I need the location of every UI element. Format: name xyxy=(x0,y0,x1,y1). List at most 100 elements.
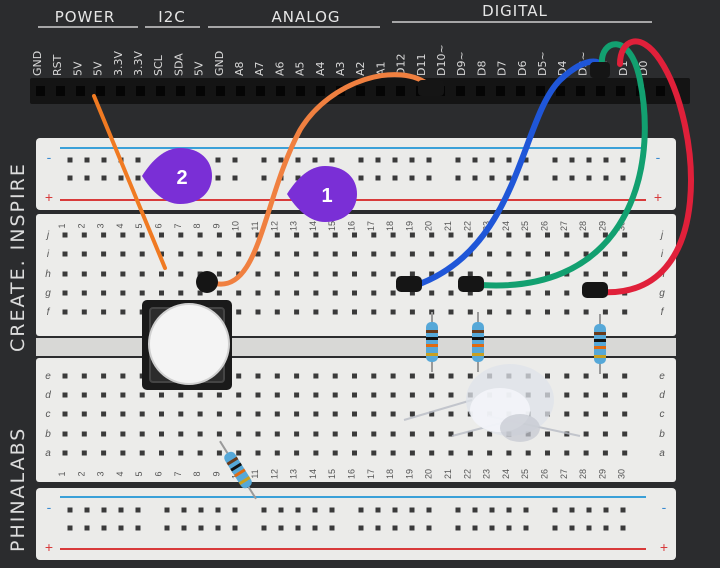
breadboard-hole xyxy=(409,271,415,277)
header-socket xyxy=(356,86,365,96)
breadboard-hole xyxy=(101,309,107,315)
row-letter: e xyxy=(45,371,51,382)
breadboard-hole xyxy=(569,525,575,531)
breadboard-hole xyxy=(409,373,415,379)
breadboard-hole xyxy=(274,411,280,417)
column-number: 13 xyxy=(289,469,299,479)
breadboard-hole xyxy=(525,251,531,257)
breadboard-hole xyxy=(329,525,335,531)
breadboard-hole xyxy=(467,431,473,437)
breadboard-hole xyxy=(159,271,164,277)
breadboard-hole xyxy=(81,450,87,456)
breadboard-hole xyxy=(375,507,381,513)
column-number: 22 xyxy=(462,469,472,479)
breadboard-hole xyxy=(295,525,301,531)
column-number: 26 xyxy=(540,469,550,479)
breadboard-hole xyxy=(525,232,531,238)
breadboard-hole xyxy=(448,411,454,417)
breadboard-hole xyxy=(489,157,495,163)
breadboard-hole xyxy=(448,290,454,296)
breadboard-hole xyxy=(329,507,335,513)
breadboard-hole xyxy=(586,525,592,531)
breadboard-hole xyxy=(506,157,512,163)
breadboard-hole xyxy=(506,175,512,181)
breadboard-hole xyxy=(236,392,242,398)
column-number: 27 xyxy=(559,469,569,479)
breadboard-hole xyxy=(181,507,187,513)
breadboard-hole xyxy=(294,431,300,437)
wires xyxy=(92,38,694,296)
breadboard-hole xyxy=(81,392,87,398)
breadboard-hole xyxy=(409,450,415,456)
annotation-marker-2: 2 xyxy=(142,148,212,204)
breadboard-hole xyxy=(255,271,261,277)
breadboard-hole xyxy=(375,157,381,163)
column-number: 8 xyxy=(192,223,202,228)
column-number: 20 xyxy=(424,221,434,231)
side-text-phinalabs: PHINALABS xyxy=(7,427,29,552)
breadboard-hole xyxy=(564,251,570,257)
breadboard-hole xyxy=(426,157,432,163)
header-socket xyxy=(296,86,305,96)
breadboard-hole xyxy=(101,392,107,398)
breadboard-hole xyxy=(523,525,529,531)
breadboard-hole xyxy=(81,290,87,296)
breadboard-hole xyxy=(352,373,357,379)
breadboard-hole xyxy=(139,450,145,456)
breadboard-hole xyxy=(216,271,222,277)
breadboard-hole xyxy=(603,507,609,513)
breadboard-hole xyxy=(569,157,575,163)
breadboard-hole xyxy=(139,251,145,257)
breadboard-hole xyxy=(390,251,396,257)
breadboard-hole xyxy=(552,525,558,531)
breadboard-hole xyxy=(545,290,550,296)
side-text-create-inspire: CREATE. INSPIRE xyxy=(7,162,29,352)
breadboard-hole xyxy=(448,373,454,379)
breadboard-hole xyxy=(564,411,570,417)
breadboard-hole xyxy=(198,525,204,531)
breadboard-hole xyxy=(352,309,357,315)
breadboard-hole xyxy=(583,232,589,238)
breadboard-hole xyxy=(120,450,126,456)
column-number: 26 xyxy=(540,221,550,231)
breadboard-hole xyxy=(409,251,415,257)
column-number: 25 xyxy=(520,221,530,231)
breadboard-hole xyxy=(62,392,68,398)
breadboard-hole xyxy=(332,251,338,257)
column-number: 20 xyxy=(424,469,434,479)
wire-orange-to-5v xyxy=(92,94,167,270)
pin-label: D10~ xyxy=(435,44,448,76)
rail-sign-minus: - xyxy=(47,499,52,515)
breadboard-hole xyxy=(313,251,319,257)
rail-sign-plus: + xyxy=(45,189,53,205)
breadboard-hole xyxy=(294,290,300,296)
breadboard-hole xyxy=(390,450,396,456)
breadboard-hole xyxy=(545,450,550,456)
breadboard-hole xyxy=(429,392,435,398)
breadboard-hole xyxy=(312,525,318,531)
column-number: 29 xyxy=(597,221,607,231)
breadboard-hole xyxy=(216,290,222,296)
header-socket xyxy=(156,86,165,96)
breadboard-hole xyxy=(455,175,461,181)
wire-blue xyxy=(411,58,606,289)
pin-label: RST xyxy=(51,54,64,76)
breadboard-hole xyxy=(586,507,592,513)
breadboard-hole xyxy=(467,290,473,296)
column-number: 8 xyxy=(192,471,202,476)
breadboard-hole xyxy=(583,411,589,417)
breadboard-hole xyxy=(392,525,398,531)
breadboard-hole xyxy=(159,392,164,398)
pin-label: SDA xyxy=(172,53,185,76)
breadboard-hole xyxy=(390,271,396,277)
column-number: 10 xyxy=(231,221,241,231)
column-number: 17 xyxy=(366,469,376,479)
breadboard-hole xyxy=(332,290,338,296)
breadboard-hole xyxy=(84,525,90,531)
breadboard-hole xyxy=(139,232,145,238)
header-socket xyxy=(396,86,405,96)
row-letter: c xyxy=(660,409,665,420)
breadboard-hole xyxy=(216,392,222,398)
rail-sign-plus: + xyxy=(45,539,53,555)
breadboard-hole xyxy=(313,392,319,398)
